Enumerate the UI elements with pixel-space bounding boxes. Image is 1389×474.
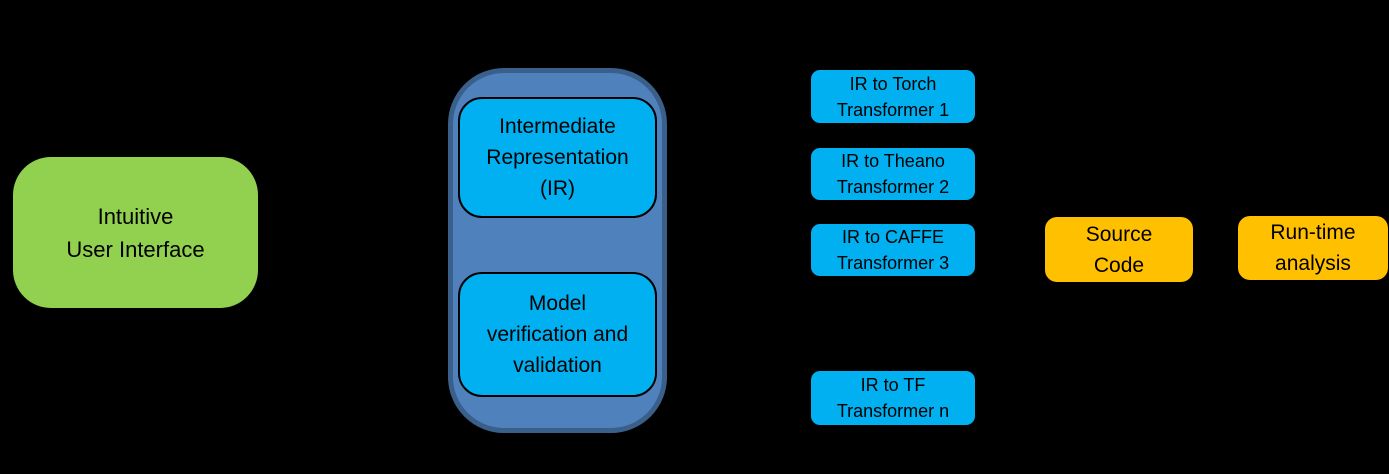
node-label: IR to CAFFE Transformer 3 — [836, 227, 950, 273]
node-label: IR to Theano Transformer 2 — [836, 151, 950, 197]
node-model-verification-validation: Model verification and validation — [458, 272, 657, 397]
node-ir-to-caffe-transformer: IR to CAFFE Transformer 3 — [811, 224, 975, 276]
node-label: Intuitive User Interface — [66, 203, 205, 262]
node-runtime-analysis: Run-time analysis — [1238, 216, 1388, 280]
node-ir-to-torch-transformer: IR to Torch Transformer 1 — [811, 70, 975, 123]
node-intuitive-user-interface: Intuitive User Interface — [13, 157, 258, 308]
node-label: Source Code — [1085, 222, 1153, 277]
node-label: IR to TF Transformer n — [836, 375, 950, 421]
node-label: Intermediate Representation (IR) — [486, 115, 629, 200]
node-label: Run-time analysis — [1270, 221, 1356, 275]
node-label: IR to Torch Transformer 1 — [836, 73, 950, 120]
node-label: Model verification and validation — [486, 292, 629, 377]
node-intermediate-representation: Intermediate Representation (IR) — [458, 97, 657, 218]
node-ir-to-tf-transformer: IR to TF Transformer n — [811, 371, 975, 425]
ir-container: Intermediate Representation (IR) Model v… — [448, 68, 667, 433]
node-ir-to-theano-transformer: IR to Theano Transformer 2 — [811, 148, 975, 200]
node-source-code: Source Code — [1045, 217, 1193, 282]
